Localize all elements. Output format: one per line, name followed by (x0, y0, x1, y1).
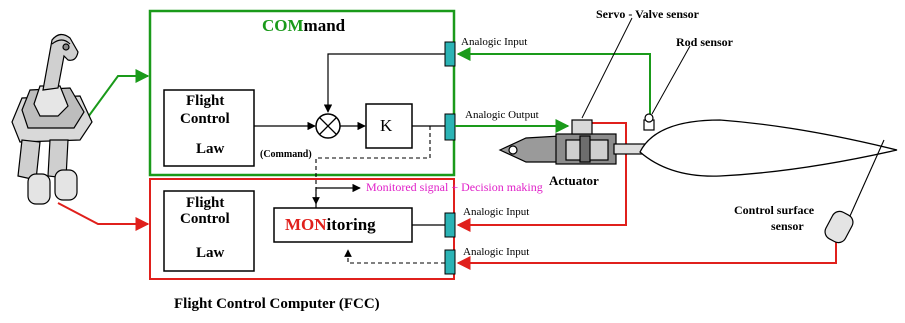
fcl-top-line2: Control (180, 111, 230, 127)
servo-leader-line (581, 17, 633, 119)
command-prefix: COM (262, 16, 304, 35)
command-box (148, 9, 456, 177)
monitored-signal-arrow (315, 183, 361, 208)
fcl-top-line1: Flight (186, 93, 225, 109)
command-suffix: mand (303, 16, 346, 35)
servo-sensor-arrow (456, 122, 627, 232)
monitoring-inner-box (273, 207, 413, 243)
control-surface-icon (639, 119, 898, 177)
rod-sensor-feedback-arrow (456, 47, 651, 123)
summing-junction (315, 113, 341, 139)
control-surface-sensor-label-line1: Control surface (734, 203, 815, 217)
connector-analogic-output (444, 113, 456, 141)
control-surface-sensor-arrow (456, 238, 837, 270)
servo-valve-sensor-label: Servo - Valve sensor (596, 7, 699, 21)
fcl-top-line3: Law (196, 141, 225, 157)
connector-analogic-input-2 (444, 212, 456, 238)
fcl-bottom-line1: Flight (186, 195, 225, 211)
control-surface-sensor-label-line2: sensor (771, 219, 804, 233)
analogic-output-label: Analogic Output (465, 109, 539, 121)
monitoring-title: MONitoring (285, 216, 376, 233)
analogic-input-1-label: Analogic Input (461, 36, 528, 48)
control-surface-sensor-icon (824, 139, 885, 244)
rod-leader-line (651, 45, 691, 115)
analogic-input-3-label: Analogic Input (463, 246, 530, 258)
connector-analogic-input-3 (444, 249, 456, 275)
stick-to-command-arrow (79, 69, 150, 129)
command-label: (Command) (260, 149, 312, 160)
gain-box (365, 103, 413, 149)
fcc-title: Flight Control Computer (FCC) (174, 296, 380, 312)
flight-control-law-box-top (163, 89, 255, 167)
command-title: COMmand (262, 17, 345, 34)
monitoring-prefix: MON (285, 215, 327, 234)
monitoring-suffix: itoring (326, 215, 376, 234)
analogic-input-2-label: Analogic Input (463, 206, 530, 218)
connector-analogic-input-1 (444, 41, 456, 67)
flight-control-law-box-bottom (163, 190, 255, 272)
joystick-icon (11, 33, 93, 205)
gain-label: K (380, 116, 393, 135)
input-dashed-line (344, 249, 445, 264)
fcl-bottom-line2: Control (180, 211, 230, 227)
fcl-bottom-line3: Law (196, 245, 225, 261)
rod-sensor-label: Rod sensor (676, 35, 734, 49)
actuator-label: Actuator (549, 173, 599, 188)
command-dashed-line (312, 126, 431, 205)
feedback-line (323, 53, 445, 113)
monitored-signal-label: Monitored signal + Decision making (366, 180, 543, 194)
stick-to-monitoring-arrow (57, 202, 150, 231)
